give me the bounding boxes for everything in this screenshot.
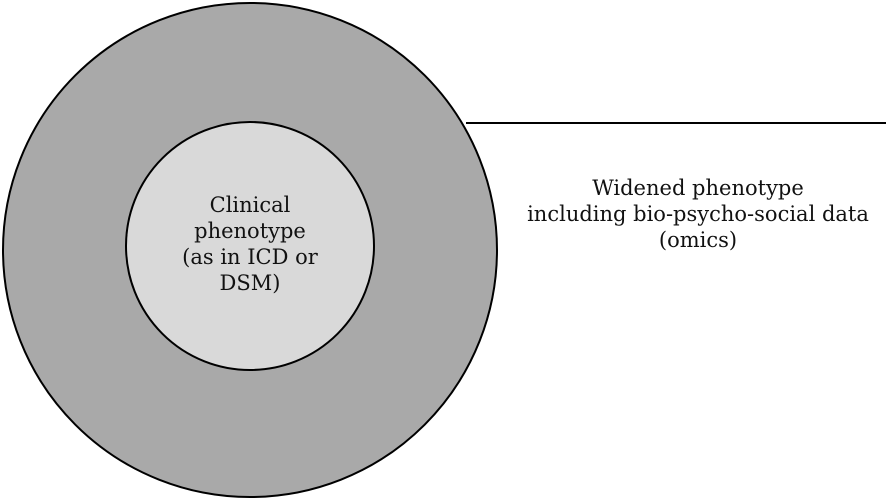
inner-label-line: (as in ICD or [182, 245, 318, 269]
inner-label-line: phenotype [194, 219, 306, 243]
widened-phenotype-label: Widened phenotype including bio-psycho-s… [520, 175, 876, 253]
outer-label-line: (omics) [658, 228, 738, 252]
outer-label-line: Widened phenotype [592, 176, 804, 200]
clinical-phenotype-label: Clinical phenotype (as in ICD or DSM) [150, 192, 350, 296]
inner-label-line: DSM) [219, 271, 281, 295]
inner-circle-clinical-phenotype [125, 121, 375, 371]
inner-label-line: Clinical [209, 193, 291, 217]
outer-label-line: including bio-psycho-social data [527, 202, 869, 226]
